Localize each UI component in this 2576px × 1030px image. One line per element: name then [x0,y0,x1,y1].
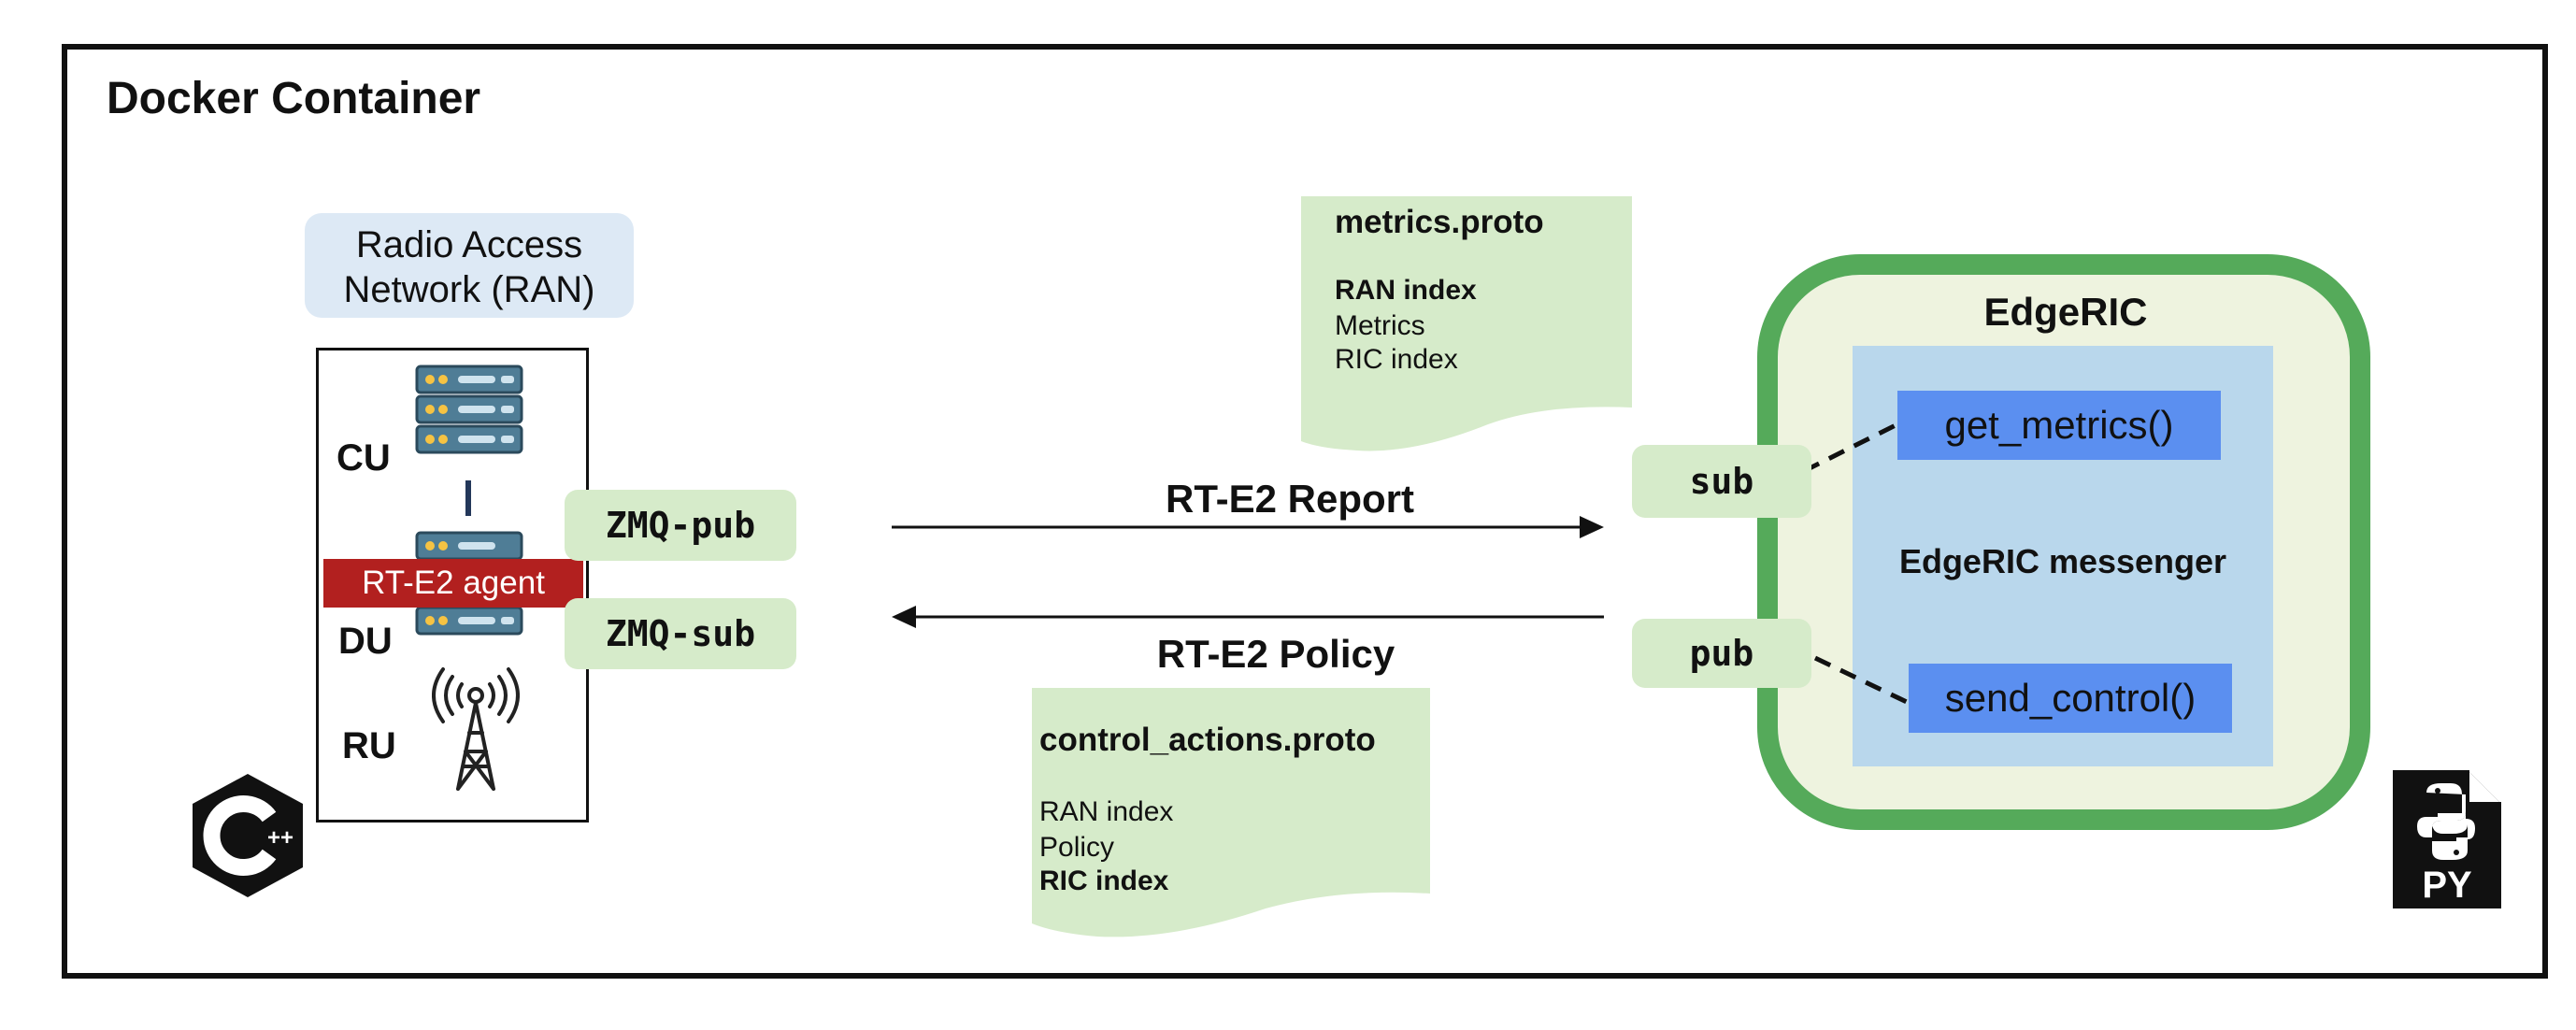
container-title: Docker Container [107,74,481,123]
metrics-proto-line-ric-index: RIC index [1335,344,1458,375]
du-server-unit-2 [415,606,523,636]
pub-to-send-control-link [1813,655,1911,706]
zmq-sub-socket: ZMQ-sub [565,598,796,669]
cpp-logo-icon: ++ [193,774,303,897]
ru-label: RU [342,725,396,766]
control-actions-proto-title: control_actions.proto [1039,722,1376,758]
cu-label: CU [336,437,391,479]
edgeric-dashed-links [1802,422,1911,706]
rt-e2-agent: RT-E2 agent [323,559,583,608]
policy-arrowhead [892,606,916,628]
cu-du-link [465,480,471,516]
cu-server-unit-1 [415,365,523,394]
edgeric-messenger-label: EdgeRIC messenger [1898,542,2227,580]
control-proto-line-ric-index: RIC index [1039,865,1169,896]
metrics-proto-line-metrics: Metrics [1335,310,1425,341]
metrics-proto-document-shape [1301,196,1632,451]
rt-e2-report-label: RT-E2 Report [1165,477,1415,521]
sub-to-get-metrics-link [1802,422,1899,474]
control-proto-line-ran-index: RAN index [1039,796,1174,827]
du-label: DU [338,621,393,662]
rt-e2-policy-label: RT-E2 Policy [1156,632,1395,676]
get-metrics-function: get_metrics() [1897,391,2221,460]
ran-label-line1: Radio Access [355,224,583,265]
message-arrows [892,516,1604,628]
python-file-icon: PY [2393,770,2501,908]
ran-label-line2: Network (RAN) [343,269,595,310]
du-server-unit-1 [415,531,523,561]
control-actions-proto-document-shape [1032,688,1430,937]
edgeric-pub-socket: pub [1632,619,1811,688]
radio-tower-icon [432,667,520,791]
ran-label: Radio Access Network (RAN) [305,213,634,318]
zmq-pub-socket: ZMQ-pub [565,490,796,561]
metrics-proto-line-ran-index: RAN index [1335,275,1477,306]
control-proto-line-policy: Policy [1039,832,1115,863]
cu-server-unit-2 [415,394,523,424]
python-badge-text: PY [2422,865,2472,906]
edgeric-title: EdgeRIC [1983,290,2148,334]
report-arrowhead [1580,516,1604,538]
cpp-badge-text: ++ [267,825,293,851]
cu-server-unit-3 [415,424,523,454]
metrics-proto-title: metrics.proto [1335,204,1544,240]
docker-container-frame [62,44,2548,979]
send-control-function: send_control() [1909,664,2232,733]
edgeric-sub-socket: sub [1632,445,1811,518]
